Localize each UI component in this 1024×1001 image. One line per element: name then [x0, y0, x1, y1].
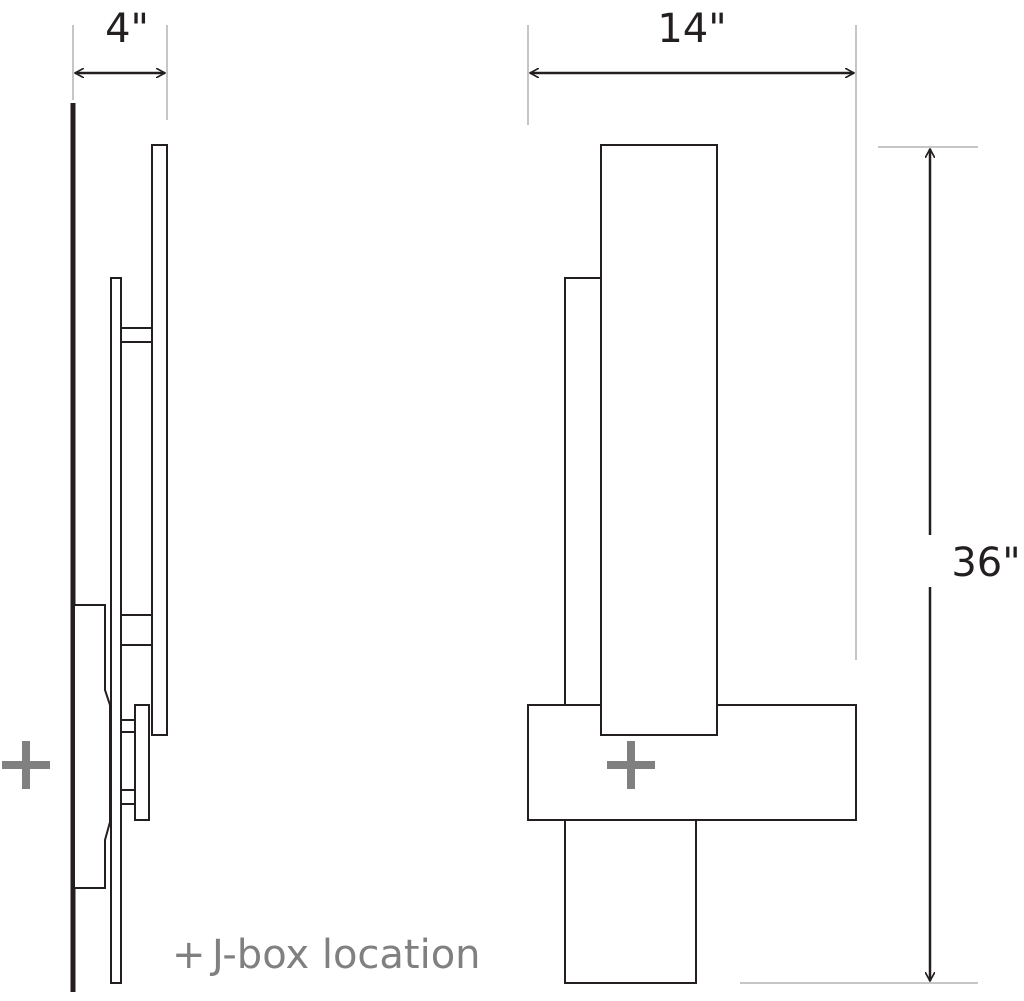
depth-label: 4" [105, 6, 149, 52]
side-view: 4" [2, 6, 168, 992]
bracket [134, 704, 150, 821]
front-view: 14" 36" [527, 6, 1024, 984]
back-panel [110, 277, 122, 984]
legend-background [165, 920, 540, 980]
legend-text: J-box location [209, 932, 481, 978]
height-label: 36" [951, 540, 1020, 586]
standoff-upper [120, 327, 154, 343]
mounting-plate [75, 604, 111, 889]
legend-symbol: + [172, 932, 206, 978]
front-rectangle [600, 144, 718, 736]
jbox-marker-front [607, 741, 655, 789]
width-label: 14" [657, 6, 726, 52]
standoff-middle [120, 614, 154, 646]
front-panel [151, 144, 168, 736]
jbox-marker-side [2, 741, 50, 789]
height-label-background [918, 535, 1024, 587]
legend: + J-box location [165, 920, 540, 980]
